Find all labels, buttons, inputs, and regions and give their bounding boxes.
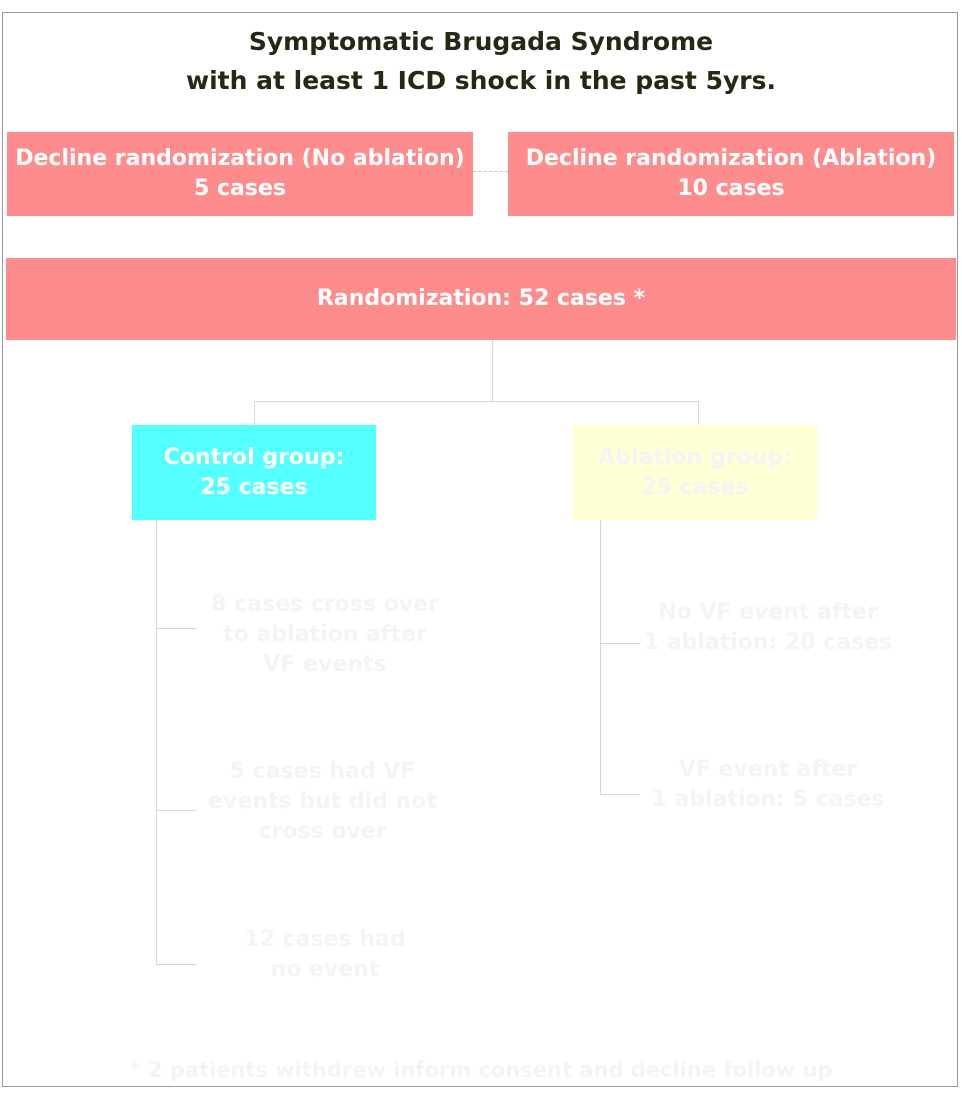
control-outcome-no-event: 12 cases had no event xyxy=(195,925,455,985)
randomization-box: Randomization: 52 cases * xyxy=(6,258,956,340)
randomization-label: Randomization: 52 cases * xyxy=(316,286,646,311)
decline-connector xyxy=(473,171,508,172)
decline-no-ablation-box: Decline randomization (No ablation) 5 ca… xyxy=(7,132,473,216)
control-branch-1 xyxy=(156,628,196,629)
ablation-group-label: Ablation group: xyxy=(598,444,792,470)
control-group-label: Control group: xyxy=(163,444,345,470)
control-trunk xyxy=(156,520,157,965)
control-outcome-1-line-3: VF events xyxy=(263,652,387,677)
ablation-outcome-1-line-2: 1 ablation: 20 cases xyxy=(643,630,893,655)
control-outcome-2-line-2: events but did not xyxy=(208,789,437,814)
ablation-branch-2 xyxy=(600,794,640,795)
control-outcome-2-line-3: cross over xyxy=(258,819,387,844)
title-line-2: with at least 1 ICD shock in the past 5y… xyxy=(186,66,776,95)
control-group-count: 25 cases xyxy=(200,474,308,500)
control-outcome-2-line-1: 5 cases had VF xyxy=(229,759,416,784)
ablation-outcome-vf: VF event after 1 ablation: 5 cases xyxy=(638,755,898,815)
ablation-group-box: Ablation group: 25 cases xyxy=(573,425,817,520)
control-outcome-3-line-1: 12 cases had xyxy=(244,927,406,952)
branch-left xyxy=(254,401,255,425)
ablation-outcome-no-vf: No VF event after 1 ablation: 20 cases xyxy=(628,598,908,658)
decline-no-ablation-label: Decline randomization (No ablation) xyxy=(15,146,465,171)
control-branch-3 xyxy=(156,964,196,965)
control-outcome-crossover: 8 cases cross over to ablation after VF … xyxy=(195,590,455,680)
branch-right xyxy=(698,401,699,425)
control-outcome-3-line-2: no event xyxy=(270,957,380,982)
control-outcome-1-line-1: 8 cases cross over xyxy=(211,592,439,617)
ablation-trunk xyxy=(600,520,601,795)
title-line-1: Symptomatic Brugada Syndrome xyxy=(248,27,714,56)
decline-ablation-label: Decline randomization (Ablation) xyxy=(525,146,937,171)
control-outcome-1-line-2: to ablation after xyxy=(223,622,427,647)
decline-ablation-count: 10 cases xyxy=(677,176,785,201)
decline-ablation-box: Decline randomization (Ablation) 10 case… xyxy=(508,132,954,216)
control-group-box: Control group: 25 cases xyxy=(132,425,376,520)
branch-horizontal xyxy=(254,401,699,402)
footnote: * 2 patients withdrew inform consent and… xyxy=(129,1058,833,1082)
ablation-outcome-1-line-1: No VF event after xyxy=(658,600,878,625)
control-branch-2 xyxy=(156,810,196,811)
ablation-outcome-2-line-2: 1 ablation: 5 cases xyxy=(651,787,885,812)
ablation-outcome-2-line-1: VF event after xyxy=(678,757,858,782)
ablation-branch-1 xyxy=(600,643,640,644)
diagram-title: Symptomatic Brugada Syndrome with at lea… xyxy=(0,22,962,100)
randomization-stem xyxy=(492,340,493,402)
decline-no-ablation-count: 5 cases xyxy=(194,176,286,201)
control-outcome-vf-no-crossover: 5 cases had VF events but did not cross … xyxy=(190,757,455,847)
ablation-group-count: 25 cases xyxy=(641,474,749,500)
